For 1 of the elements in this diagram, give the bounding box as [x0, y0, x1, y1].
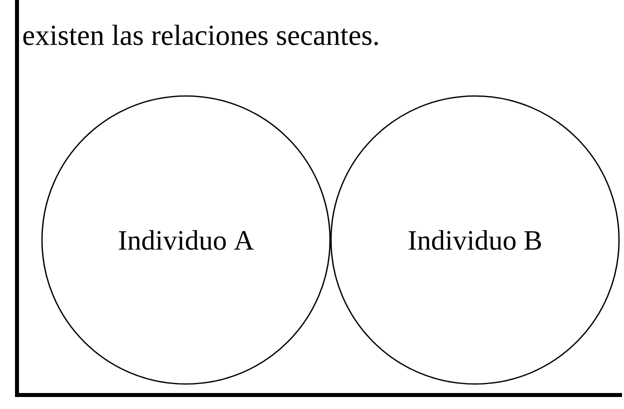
heading-text: existen las relaciones secantes.	[23, 24, 378, 46]
